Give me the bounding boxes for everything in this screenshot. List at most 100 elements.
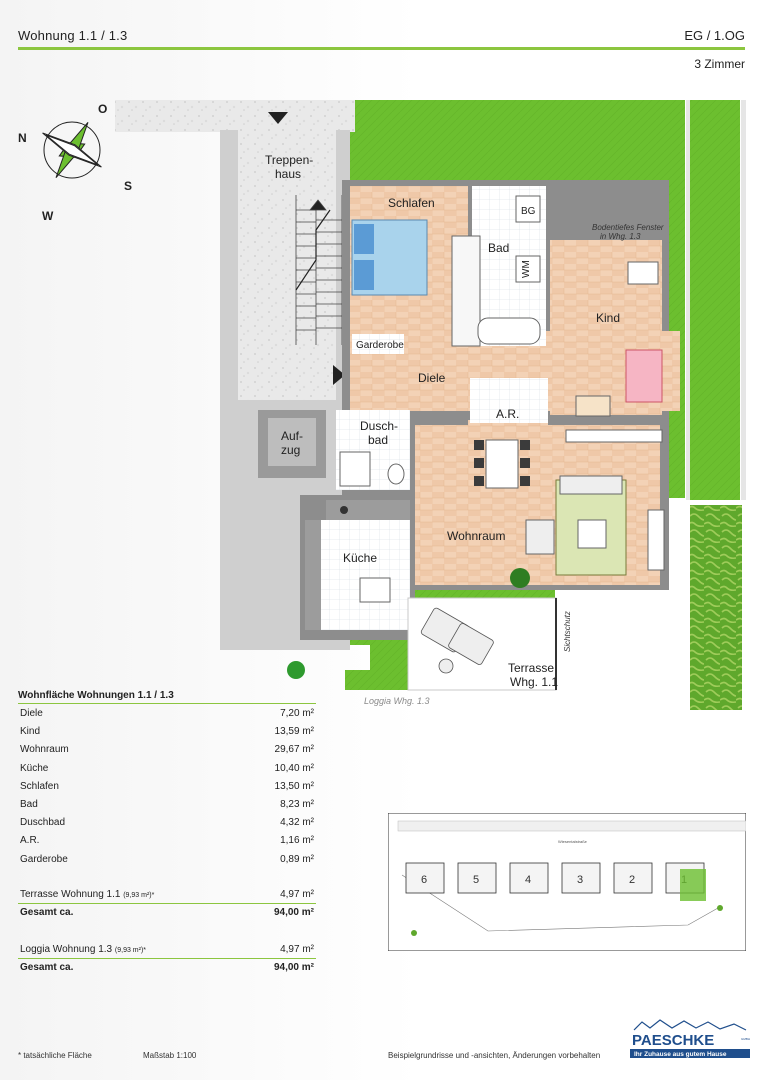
terrace-row: Terrasse Wohnung 1.1 (9,93 m²)* 4,97 m² bbox=[18, 889, 316, 903]
loggia-row-note: (9,93 m²)* bbox=[114, 947, 147, 954]
label-terrasse-1: Terrasse bbox=[508, 661, 554, 675]
lounge-chairs bbox=[420, 607, 494, 674]
label-duschbad-1: Dusch- bbox=[360, 419, 398, 433]
site-plan: Wiesentalstraße 654321 bbox=[388, 813, 746, 951]
lawn-strip bbox=[690, 100, 740, 500]
dresser bbox=[575, 395, 611, 417]
shower bbox=[339, 451, 371, 487]
logo-suffix: GMBH bbox=[741, 1037, 750, 1041]
label-ar: A.R. bbox=[496, 407, 519, 421]
area-row-value: 1,16 m² bbox=[280, 835, 314, 847]
total1-value: 94,00 m² bbox=[273, 907, 314, 918]
label-terrasse-2: Whg. 1.1 bbox=[510, 675, 558, 689]
compass-w: W bbox=[42, 209, 54, 223]
kitchen-table bbox=[359, 577, 391, 603]
label-window-2: in Whg. 1.3 bbox=[600, 232, 641, 241]
site-street-label: Wiesentalstraße bbox=[558, 839, 588, 844]
area-row-name: A.R. bbox=[20, 835, 40, 847]
compass bbox=[42, 121, 102, 179]
label-sichtschutz: Sichtschutz bbox=[563, 611, 572, 652]
label-garderobe: Garderobe bbox=[356, 340, 404, 351]
area-row-value: 13,50 m² bbox=[274, 780, 314, 792]
compass-n: N bbox=[18, 131, 27, 145]
site-tree bbox=[411, 930, 417, 936]
rooms-label: 3 Zimmer bbox=[694, 57, 745, 71]
dining-chairs bbox=[474, 440, 530, 486]
sofa bbox=[559, 475, 623, 495]
area-row-name: Garderobe bbox=[20, 853, 68, 865]
area-row-name: Diele bbox=[20, 708, 43, 719]
logo-tagline: Ihr Zuhause aus gutem Hause bbox=[634, 1051, 727, 1058]
label-diele: Diele bbox=[418, 371, 446, 385]
site-house-block bbox=[561, 862, 601, 894]
area-row: Wohnraum 29,67 m² bbox=[18, 744, 316, 758]
total1-row: Gesamt ca. 94,00 m² bbox=[18, 907, 316, 921]
area-row-name: Duschbad bbox=[20, 817, 66, 829]
site-path bbox=[401, 874, 719, 932]
staircase-label-1: Treppen- bbox=[265, 153, 313, 167]
area-row-value: 0,89 m² bbox=[280, 853, 314, 865]
floor-label: EG / 1.OG bbox=[684, 28, 745, 43]
washing-machine bbox=[515, 255, 541, 283]
site-tree bbox=[717, 905, 723, 911]
total2-row: Gesamt ca. 94,00 m² bbox=[18, 962, 316, 976]
area-row: Küche 10,40 m² bbox=[18, 763, 316, 777]
area-row-value: 8,23 m² bbox=[280, 799, 314, 810]
room-kueche bbox=[320, 520, 410, 630]
label-duschbad-2: bad bbox=[368, 433, 388, 447]
site-house-number: 6 bbox=[421, 874, 427, 886]
label-kind: Kind bbox=[596, 311, 620, 325]
bed bbox=[351, 219, 428, 296]
path-strip bbox=[686, 100, 690, 500]
area-row-value: 29,67 m² bbox=[274, 744, 314, 756]
hob-icon bbox=[340, 506, 348, 514]
site-house-number: 5 bbox=[473, 874, 479, 886]
hedge bbox=[690, 505, 742, 710]
dryer bbox=[515, 195, 541, 223]
staircase-floor bbox=[238, 130, 336, 400]
footer-disclaimer: Beispielgrundrisse und -ansichten, Änder… bbox=[388, 1051, 601, 1060]
logo-backdrop bbox=[630, 1031, 750, 1047]
label-bad: Bad bbox=[488, 241, 509, 255]
entrance-arrow-icon bbox=[268, 112, 288, 124]
dining-table bbox=[485, 439, 519, 489]
site-houses: 654321 bbox=[405, 862, 705, 894]
paving bbox=[115, 100, 355, 132]
site-house-block bbox=[457, 862, 497, 894]
site-street bbox=[397, 820, 746, 832]
label-wohnraum: Wohnraum bbox=[447, 529, 505, 543]
floor-plan: Treppen- haus Auf- zug BG WM bbox=[18, 100, 746, 710]
site-house-block bbox=[509, 862, 549, 894]
wardrobe bbox=[451, 235, 481, 347]
area-row-name: Bad bbox=[20, 799, 38, 810]
room-garderobe bbox=[352, 334, 404, 354]
area-row-value: 7,20 m² bbox=[280, 708, 314, 719]
logo-bar bbox=[630, 1049, 750, 1058]
total2-rule bbox=[18, 958, 316, 959]
area-row-name: Wohnraum bbox=[20, 744, 69, 756]
tv-board bbox=[647, 509, 665, 571]
room-ar bbox=[470, 378, 548, 423]
site-house-number: 3 bbox=[577, 874, 583, 886]
label-loggia: Loggia Whg. 1.3 bbox=[364, 696, 430, 706]
site-house-number: 4 bbox=[525, 874, 531, 886]
total1-rule bbox=[18, 903, 316, 904]
label-schlafen: Schlafen bbox=[388, 196, 435, 210]
logo-name: PAESCHKE bbox=[632, 1032, 714, 1049]
site-house-block bbox=[405, 862, 445, 894]
area-row: Garderobe 0,89 m² bbox=[18, 854, 316, 868]
area-row-name: Küche bbox=[20, 762, 49, 774]
sideboard bbox=[565, 429, 663, 443]
bathtub bbox=[477, 317, 541, 345]
area-row-value: 10,40 m² bbox=[274, 762, 314, 774]
desk bbox=[627, 261, 659, 285]
compass-o: O bbox=[98, 102, 107, 116]
compass-s: S bbox=[124, 179, 132, 193]
site-house-number: 2 bbox=[629, 874, 635, 886]
terrace-row-name: Terrasse Wohnung 1.1 bbox=[20, 889, 121, 900]
terrace-row-note: (9,93 m²)* bbox=[123, 892, 155, 899]
total2-name: Gesamt ca. bbox=[20, 962, 74, 973]
